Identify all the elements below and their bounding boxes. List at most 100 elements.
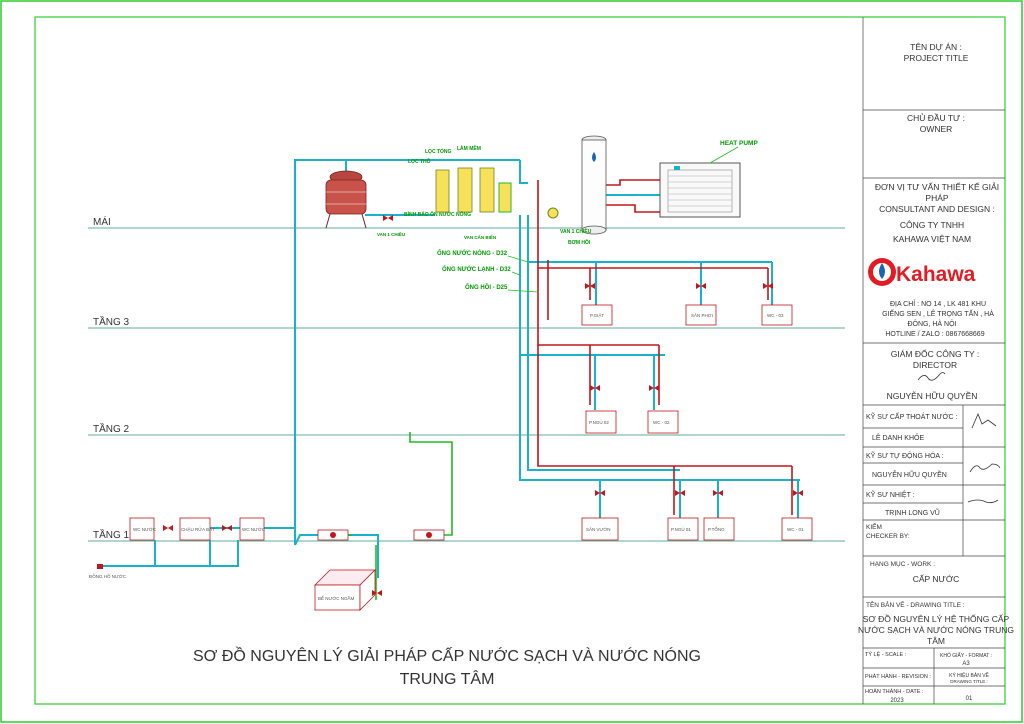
- fixture-t1-san-vuon-label: SÂN VƯỜN: [586, 526, 610, 532]
- label-van-1-chieu-left: VAN 1 CHIỀU: [377, 231, 405, 237]
- tb-format-label: KHỔ GIẤY - FORMAT :: [940, 652, 992, 659]
- legend-return-pipe: ỐNG HỒI - D25: [465, 284, 508, 291]
- pump-icon: [547, 207, 559, 219]
- label-bom-hoi: BƠM HỒI: [568, 239, 591, 246]
- eng-water-signature: [971, 412, 997, 429]
- tb-checker-1: KIỂM: [866, 522, 882, 531]
- title-block-frame: [862, 17, 1005, 704]
- tb-work-value: CẤP NƯỚC: [913, 574, 960, 584]
- fixture-t1-wc-label: WC - 01: [787, 527, 804, 532]
- floor-label-mai: MÁI: [93, 215, 111, 228]
- fixture-t3-giat: [581, 304, 613, 326]
- tb-checker-2: CHECKER BY:: [866, 533, 910, 540]
- tb-work-label: HẠNG MỤC - WORK :: [870, 561, 935, 568]
- tb-eng-auto-name: NGUYỄN HỮU QUYỀN: [872, 469, 947, 479]
- water-meter-icon: [97, 564, 103, 569]
- tb-drawing-label: TÊN BẢN VẼ - DRAWING TITLE :: [866, 600, 965, 609]
- fixture-t3-wc: [761, 304, 793, 326]
- label-loc-tong: LỌC TỔNG: [425, 148, 451, 155]
- pump-t1-right-icon: [426, 532, 432, 538]
- diagram-title-line1: SƠ ĐỒ NGUYÊN LÝ GIẢI PHÁP CẤP NƯỚC SẠCH …: [193, 646, 701, 665]
- fixture-t3-san-phoi: [685, 304, 717, 326]
- tb-format-value: A3: [962, 661, 970, 667]
- fixture-t1-tong: [703, 517, 735, 541]
- heat-pump-unit: [659, 162, 741, 218]
- fixture-t1-left-3-label: WC NƯỚC: [242, 526, 266, 532]
- tb-address-1: ĐỊA CHỈ : NO 14 , LK 481 KHU: [890, 299, 986, 308]
- tb-project-label-vi: TÊN DỰ ÁN :: [910, 42, 962, 52]
- heat-pump-leader: [709, 146, 739, 164]
- fixture-t2-ngu: [585, 410, 617, 434]
- valve-symbols: [163, 215, 803, 596]
- fixture-t2-wc-label: WC - 02: [653, 420, 670, 425]
- fixture-t1-ngu: [667, 517, 699, 541]
- tb-address-2: GIẾNG SEN , LÊ TRỌNG TẤN , HÀ: [882, 308, 994, 318]
- roof-water-tank: [325, 170, 367, 229]
- fixture-t1-tong-label: P.TỔNG: [708, 526, 725, 532]
- tb-director-en: DIRECTOR: [913, 360, 957, 370]
- legend-hot-pipe: ỐNG NƯỚC NÓNG - D32: [437, 249, 508, 257]
- fixture-t3-giat-label: P.GIẶT: [590, 312, 604, 318]
- fixture-t3-san-phoi-label: SÂN PHƠI: [691, 312, 713, 318]
- tb-consultant-en: CONSULTANT AND DESIGN :: [879, 204, 995, 214]
- tb-date-label: HOÀN THÀNH - DATE :: [865, 688, 924, 695]
- tb-drawing-3: TÂM: [927, 636, 945, 646]
- filter-group: [430, 159, 515, 213]
- floor-label-tang3: TẦNG 3: [93, 315, 130, 328]
- fixture-t1-left-1: [129, 517, 155, 541]
- tb-date-value: 2023: [890, 698, 904, 704]
- floor-label-tang1: TẦNG 1: [93, 528, 130, 541]
- floor-label-tang2: TẦNG 2: [93, 422, 130, 435]
- fixture-t1-wc: [781, 517, 813, 541]
- hot-water-pipes: [537, 179, 793, 515]
- inner-border: [34, 16, 1006, 705]
- tb-consultant-vi-2: PHÁP: [925, 193, 948, 203]
- tb-owner-label-vi: CHỦ ĐẦU TƯ :: [907, 112, 965, 123]
- floor-lines: [88, 227, 845, 542]
- hot-water-cylinder: [581, 135, 607, 235]
- label-van-1-chieu-right: VAN 1 CHIỀU: [560, 228, 592, 235]
- label-van-can-bien: VAN CÂN BIỂN: [464, 234, 496, 240]
- kahawa-logo: Kahawa: [868, 258, 976, 286]
- fixture-t1-san-vuon: [581, 517, 619, 541]
- diagram-title-line2: TRUNG TÂM: [400, 669, 495, 688]
- tb-project-label-en: PROJECT TITLE: [904, 53, 969, 63]
- pump-t1-left-icon: [330, 532, 336, 538]
- tb-company-2: KAHAWA VIỆT NAM: [893, 234, 971, 244]
- tb-hotline: HOTLINE / ZALO : 0867668669: [885, 331, 984, 338]
- tb-eng-auto-label: KỸ SƯ TỰ ĐỘNG HÓA :: [866, 451, 944, 460]
- tb-director-name: NGUYỄN HỮU QUYỀN: [887, 390, 978, 401]
- fixture-t1-left-1-label: WC NƯỚC: [133, 526, 157, 532]
- fixture-t1-left-2-label: CHẬU RỬA BÁT: [181, 526, 215, 532]
- tb-sheet-label: KÝ HIỆU BẢN VẼ: [949, 671, 989, 679]
- label-loc-tho: LỌC THÔ: [408, 157, 431, 165]
- tb-consultant-vi-1: ĐƠN VỊ TƯ VẤN THIẾT KẾ GIẢI: [875, 181, 999, 192]
- water-meter-label: ĐỒNG HỒ NƯỚC: [89, 573, 127, 579]
- eng-heat-signature: [967, 499, 999, 504]
- fixture-t1-ngu-label: P.NGỦ 01: [671, 526, 691, 532]
- tb-eng-heat-label: KỸ SƯ NHIỆT :: [866, 490, 915, 499]
- fixture-t3-wc-label: WC - 03: [767, 313, 784, 318]
- legend-cold-pipe: ỐNG NƯỚC LẠNH - D32: [442, 265, 511, 273]
- logo-wordmark: Kahawa: [896, 263, 976, 286]
- fixture-t1-left-3: [239, 517, 265, 541]
- eng-auto-signature: [969, 463, 1001, 473]
- tb-address-3: ĐÔNG, HÀ NỘI: [907, 319, 956, 328]
- tb-eng-water-name: LÊ DANH KHỎE: [872, 433, 924, 442]
- legend-leaders: [507, 255, 539, 293]
- tb-company-1: CÔNG TY TNHH: [900, 220, 964, 230]
- label-heat-pump: HEAT PUMP: [720, 140, 758, 147]
- tb-scale-label: TỶ LỆ - SCALE :: [865, 650, 907, 658]
- tb-sheet-label-en: DRAWING TITLE :: [950, 679, 988, 684]
- fixture-t1-left-2: [179, 517, 211, 541]
- tb-eng-water-label: KỸ SƯ CẤP THOÁT NƯỚC :: [866, 411, 958, 421]
- director-signature: [917, 372, 946, 381]
- tb-director-vi: GIÁM ĐỐC CÔNG TY :: [891, 348, 979, 359]
- label-lam-mem: LÀM MỀM: [457, 145, 481, 152]
- fixture-t2-wc: [647, 410, 679, 434]
- underground-tank-label: BỂ NƯỚC NGẦM: [318, 595, 354, 601]
- label-binh-bao-on: BÌNH BẢO ÔN NƯỚC NÓNG: [404, 210, 471, 218]
